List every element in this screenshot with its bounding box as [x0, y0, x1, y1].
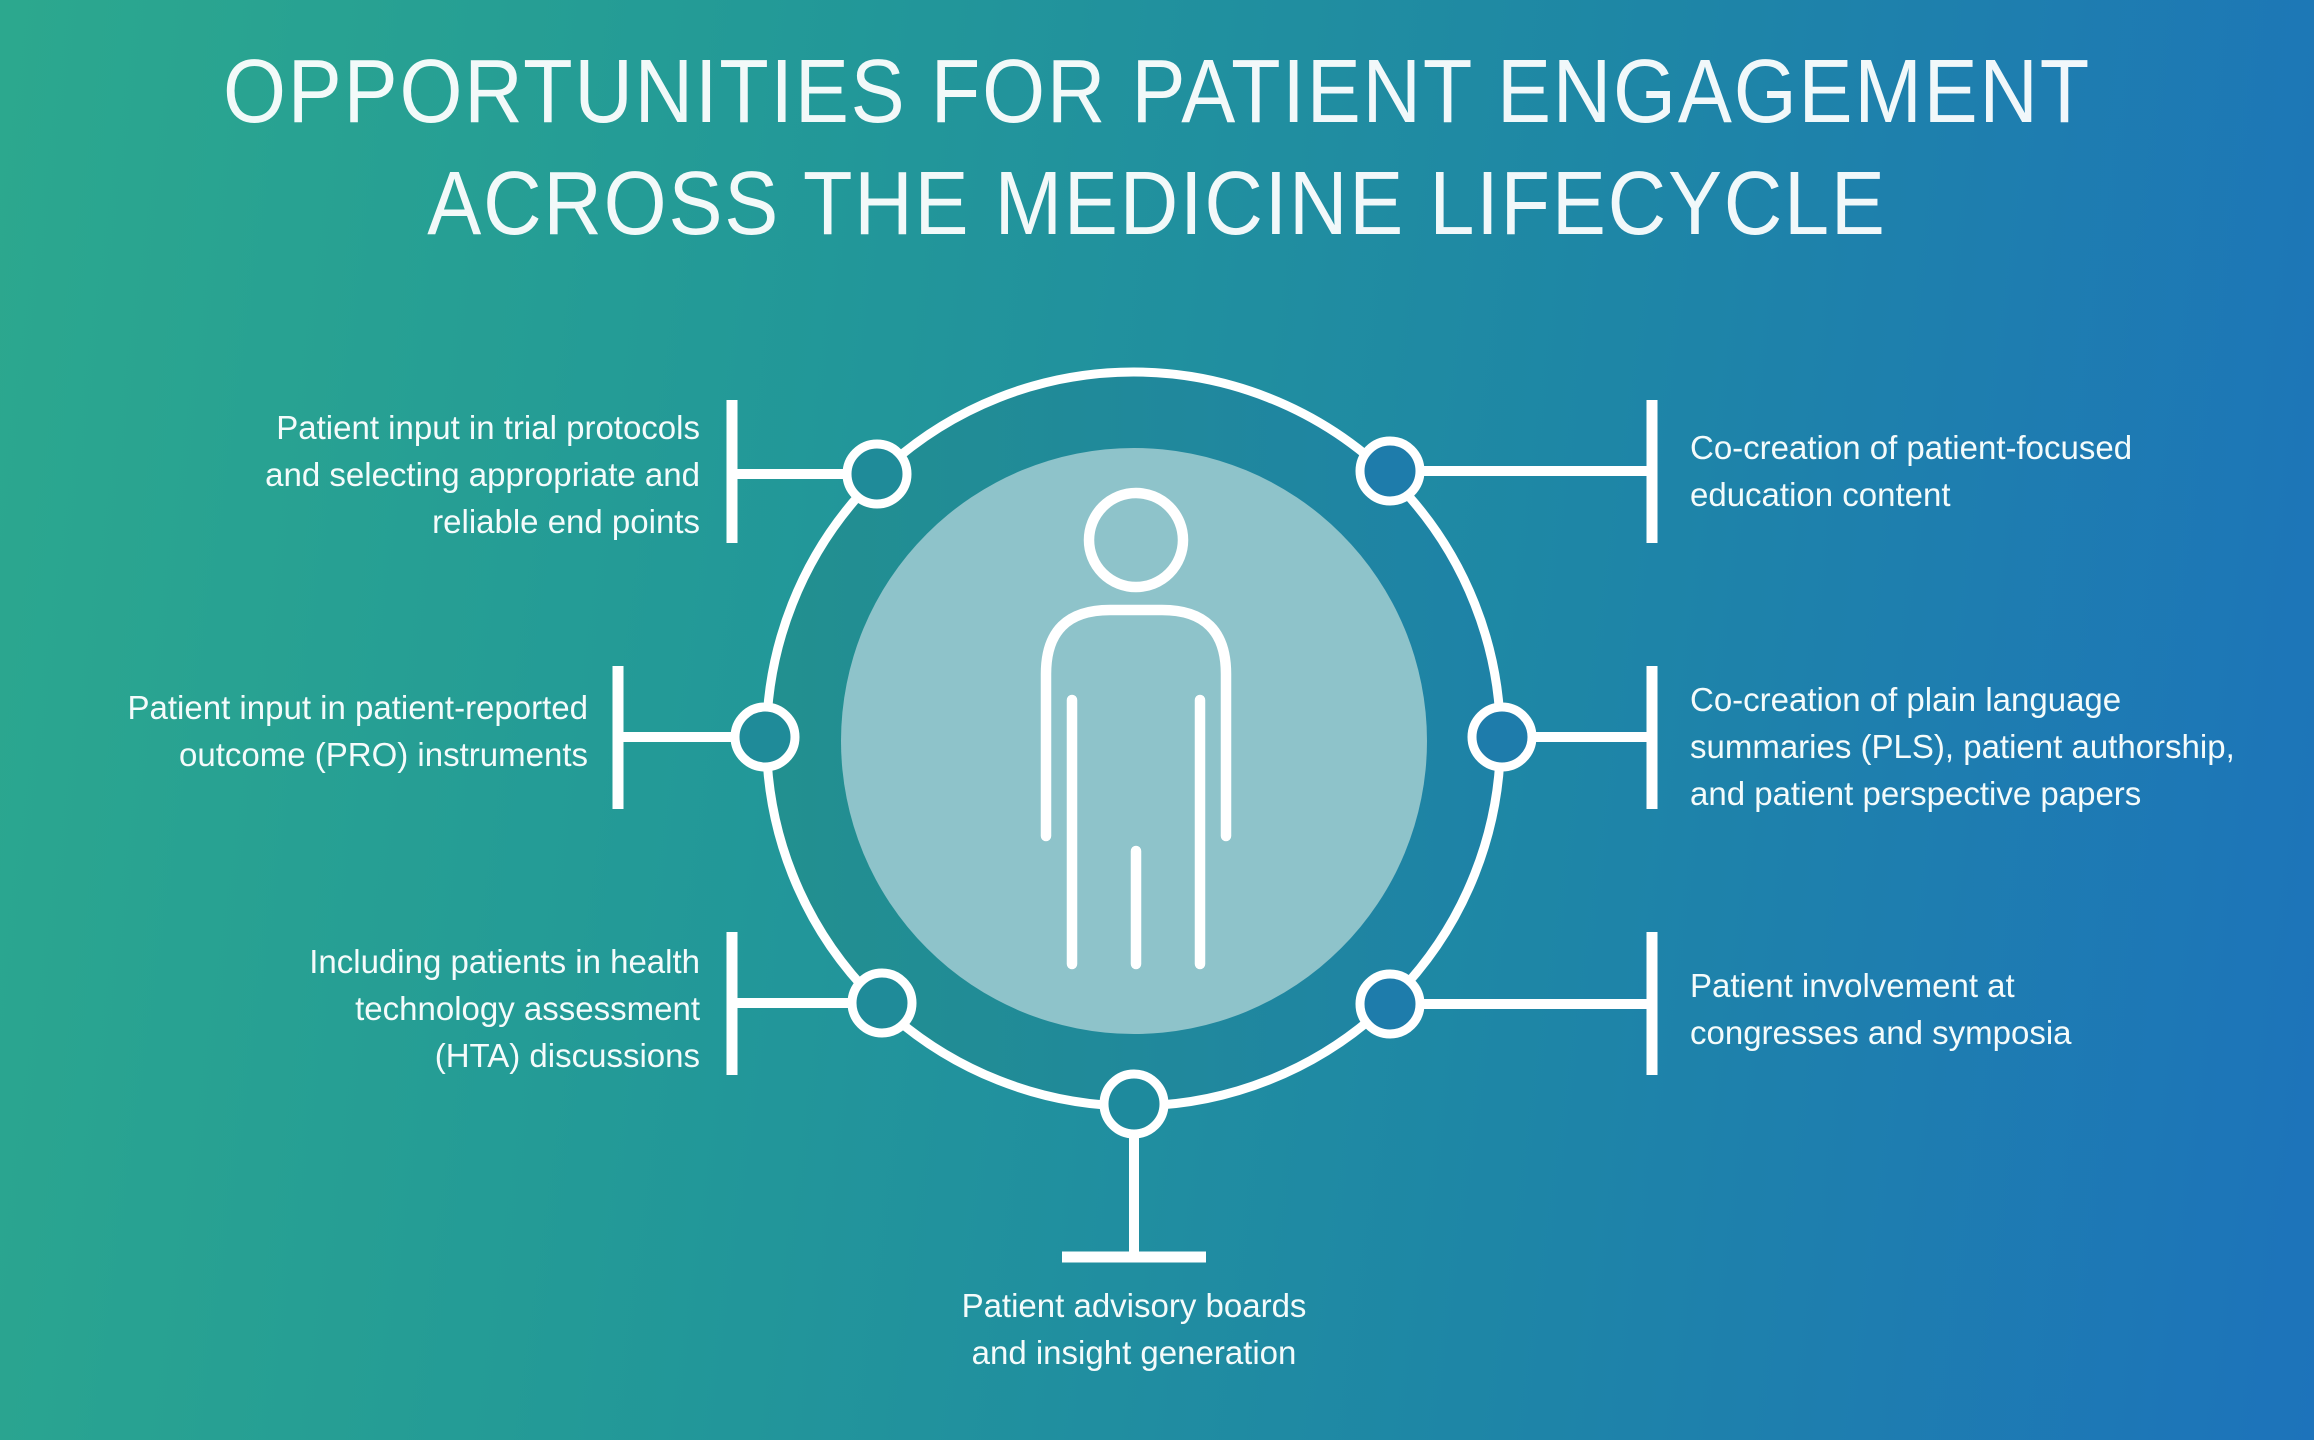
node-congresses — [1355, 969, 1425, 1039]
label-congresses: Patient involvement at congresses and sy… — [1690, 967, 2072, 1051]
node-trial-protocols — [842, 439, 912, 509]
label-education-content: Co-creation of patient-focused education… — [1690, 429, 2133, 513]
label-plain-language: Co-creation of plain language summaries … — [1690, 681, 2235, 812]
person-torso-arms — [1040, 604, 1232, 842]
label-advisory-boards: Patient advisory boards and insight gene… — [961, 1287, 1307, 1371]
connector-caps — [612, 400, 1658, 1263]
node-pro-instruments — [730, 702, 800, 772]
person-icon — [1040, 487, 1232, 970]
node-advisory-boards — [1099, 1069, 1169, 1139]
node-hta-discussions — [847, 968, 917, 1038]
node-plain-language — [1467, 702, 1537, 772]
person-head — [1083, 487, 1189, 593]
label-trial-protocols: Patient input in trial protocols and sel… — [265, 409, 700, 540]
inner-circle — [841, 448, 1427, 1034]
node-education-content — [1355, 436, 1425, 506]
label-pro-instruments: Patient input in patient-reported outcom… — [127, 689, 588, 773]
ring-nodes — [730, 436, 1537, 1139]
page-title: OPPORTUNITIES FOR PATIENT ENGAGEMENT ACR… — [222, 42, 2092, 254]
label-hta-discussions: Including patients in health technology … — [309, 943, 700, 1074]
connector-lines — [618, 466, 1652, 1257]
